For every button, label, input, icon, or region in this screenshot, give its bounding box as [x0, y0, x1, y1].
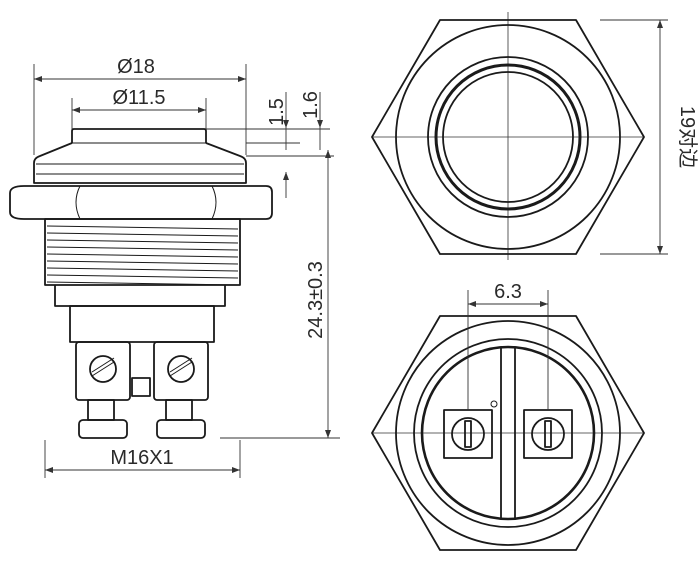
dim-body-length: 24.3±0.3 — [305, 261, 327, 339]
screw-slot-right-2 — [169, 357, 193, 373]
center-post — [131, 377, 151, 397]
thread-line — [46, 232, 239, 237]
bezel-circle-top — [395, 24, 621, 250]
terminal-tip-left — [78, 419, 128, 439]
thread-line — [46, 274, 239, 279]
thread-line — [46, 225, 239, 230]
dim-across-flats: 19对边 — [676, 106, 699, 168]
dim-head-diameter: Ø11.5 — [113, 87, 166, 109]
thread-lines — [46, 225, 239, 286]
hex-outline-top — [371, 19, 645, 255]
screw-slot-left-2 — [91, 357, 115, 373]
hex-nut-side — [9, 185, 273, 220]
bezel — [33, 142, 247, 184]
dim-terminal-spacing: 6.3 — [494, 281, 522, 303]
thread-line — [46, 253, 239, 258]
screw-left — [89, 355, 117, 383]
screw-slot-br — [544, 420, 552, 448]
screw-slot-left — [91, 361, 115, 377]
terminal-tip-right — [156, 419, 206, 439]
bezel-circle-bottom — [395, 320, 621, 546]
thread-line — [46, 246, 239, 251]
screw-slot-right — [169, 361, 193, 377]
hex-outline-bottom — [371, 315, 645, 551]
terminal-stem-right — [165, 399, 193, 421]
head-ring-inner — [434, 63, 582, 211]
terminal-left — [75, 341, 131, 401]
thread-line — [46, 260, 239, 265]
bottom-view: 6.3 — [371, 281, 645, 551]
dim-head-step-1: 1.5 — [266, 98, 288, 126]
button-cap — [442, 71, 574, 203]
dim-head-step-2: 1.6 — [300, 91, 322, 119]
button-head — [71, 128, 207, 143]
side-view — [9, 128, 273, 439]
thread-line — [46, 267, 239, 272]
terminal-stem-left — [87, 399, 115, 421]
dim-outer-diameter: Ø18 — [117, 56, 155, 78]
terminal-screw-left — [451, 417, 485, 451]
nut-facet-right — [211, 185, 217, 220]
side-view-dimensions: Ø18 Ø11.5 1.5 1.6 24.3±0.3 M16X1 — [33, 56, 340, 478]
nut-facet-left — [75, 185, 81, 220]
screw-slot-bl — [464, 420, 472, 448]
head-ring-outer — [427, 56, 589, 218]
center-divider — [500, 346, 516, 520]
thread-line — [46, 239, 239, 244]
polarity-mark — [490, 400, 498, 408]
thread-line — [46, 281, 239, 286]
dim-thread: M16X1 — [110, 447, 173, 469]
threaded-body — [44, 218, 241, 286]
terminal-screw-right — [531, 417, 565, 451]
screw-right — [167, 355, 195, 383]
body-ring-outer — [413, 338, 603, 528]
terminal-right — [153, 341, 209, 401]
switch-base — [69, 305, 215, 343]
top-view: 19对边 — [371, 12, 699, 260]
lower-housing — [54, 285, 226, 307]
